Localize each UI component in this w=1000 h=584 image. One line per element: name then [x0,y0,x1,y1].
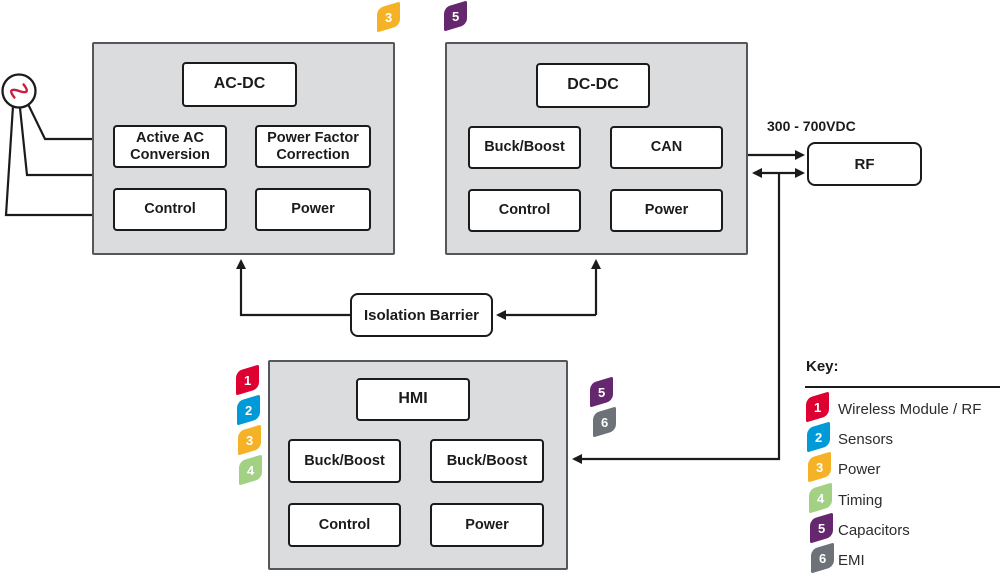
ac-feed-line-2 [18,107,92,177]
dcdc-cell-can: CAN [610,126,723,169]
hmi-title: HMI [398,390,428,408]
key-label-capacitors: Capacitors [838,522,910,539]
isolation-barrier-label: Isolation Barrier [363,306,480,324]
key-legend: Key: 1 Wireless Module / RF 2 Sensors 3 … [805,358,1000,584]
acdc-title-box: AC-DC [182,62,297,107]
acdc-block: AC-DC Active AC Conversion Power Factor … [92,42,395,255]
hmi-block: HMI Buck/Boost Buck/Boost Control Power [268,360,568,570]
dcdc-block: DC-DC Buck/Boost CAN Control Power [445,42,748,255]
ac-feed-line-1 [27,103,92,141]
dcdc-cell-power: Power [610,189,723,232]
dcdc-title: DC-DC [567,76,619,94]
arrow-dclink-to-hmi [572,173,781,464]
hmi-title-box: HMI [356,378,470,421]
key-label-wireless: Wireless Module / RF [838,401,982,418]
acdc-cell-control: Control [113,188,227,231]
dcdc-title-box: DC-DC [536,63,650,108]
ac-source-icon [1,73,37,109]
dcdc-cell-buck-boost: Buck/Boost [468,126,581,169]
key-divider [805,386,1000,388]
rf-label: RF [854,155,875,173]
hmi-cell-buck-boost-1: Buck/Boost [288,439,401,483]
acdc-cell-power-factor-correction: Power Factor Correction [255,125,371,168]
key-badge-power: 3 [808,451,831,483]
key-badge-emi: 6 [811,542,834,574]
key-label-sensors: Sensors [838,431,894,448]
acdc-cell-active-ac-conversion: Active AC Conversion [113,125,227,168]
acdc-title: AC-DC [213,75,266,93]
isolation-barrier-node: Isolation Barrier [350,293,493,337]
key-label-emi: EMI [838,552,865,569]
key-label-timing: Timing [838,492,883,509]
acdc-cell-power: Power [255,188,371,231]
key-badge-sensors: 2 [807,421,830,453]
dcdc-cell-control: Control [468,189,581,232]
key-label-power: Power [838,461,881,478]
hmi-cell-control: Control [288,503,401,547]
key-badge-capacitors: 5 [810,512,833,544]
key-badge-wireless: 1 [806,391,829,423]
key-title: Key: [806,358,839,375]
arrow-isolation-to-acdc [236,259,350,317]
hmi-cell-buck-boost-2: Buck/Boost [430,439,544,483]
dc-link-voltage-label: 300 - 700VDC [767,118,856,134]
key-badge-timing: 4 [809,482,832,514]
ac-feed-line-3 [4,105,92,217]
rf-node: RF [807,142,922,186]
hmi-cell-power: Power [430,503,544,547]
